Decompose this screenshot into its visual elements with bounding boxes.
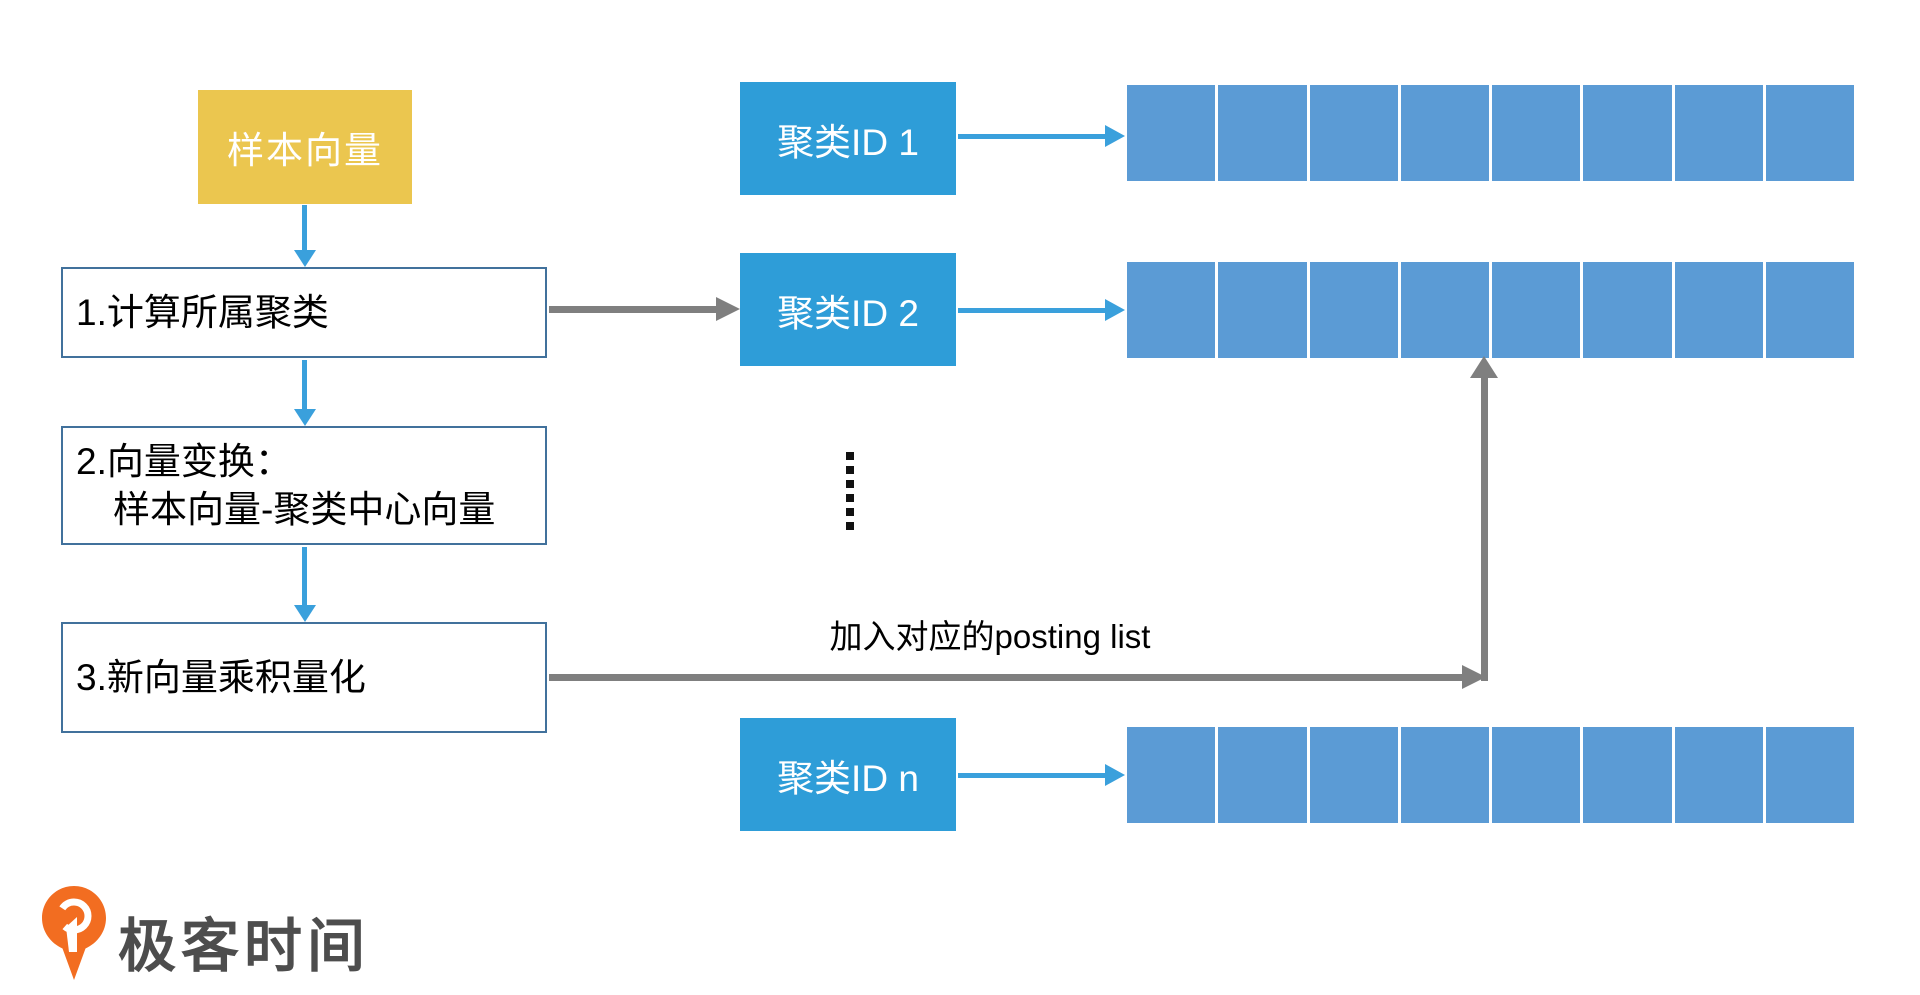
flow-arrow-start-to-step1-head	[294, 250, 316, 267]
arrow-clustern-to-list-head	[1105, 764, 1125, 786]
posting-list-cell	[1309, 727, 1398, 823]
arrow-cluster2-to-list-line	[958, 308, 1108, 313]
posting-list-cell	[1492, 85, 1581, 181]
posting-list-cell	[1400, 85, 1489, 181]
posting-list-cell	[1765, 727, 1854, 823]
vertical-ellipsis	[846, 452, 854, 530]
arrow-step3-elbow-up-head	[1470, 356, 1498, 378]
posting-list-cell	[1127, 85, 1216, 181]
flow-arrow-step1-to-step2-line	[302, 360, 307, 410]
flow-arrow-step2-to-step3-head	[294, 605, 316, 622]
posting-list-cell	[1765, 262, 1854, 358]
arrow-step3-elbow-vline	[1481, 378, 1488, 681]
ellipsis-dot	[846, 480, 854, 488]
arrow-step3-elbow-hline	[549, 674, 1464, 681]
posting-list-cell	[1674, 262, 1763, 358]
posting-list-cell	[1674, 85, 1763, 181]
step-3-box: 3.新向量乘积量化	[61, 622, 547, 733]
flow-arrow-step2-to-step3-line	[302, 547, 307, 606]
posting-list-cell	[1765, 85, 1854, 181]
flow-arrow-start-to-step1-line	[302, 205, 307, 251]
start-node-sample-vector: 样本向量	[198, 90, 412, 204]
step-2-label-line1: 2.向量变换：	[76, 440, 292, 482]
posting-list-cell	[1127, 262, 1216, 358]
arrow-cluster1-to-list-head	[1105, 125, 1125, 147]
posting-list-row-n	[1127, 727, 1854, 823]
arrow-cluster1-to-list-line	[958, 134, 1108, 139]
ellipsis-dot	[846, 494, 854, 502]
arrow-cluster2-to-list-head	[1105, 299, 1125, 321]
posting-list-cell	[1583, 85, 1672, 181]
step-2-label-line2: 样本向量-聚类中心向量	[113, 488, 496, 530]
posting-list-cell	[1492, 262, 1581, 358]
posting-list-cell	[1674, 727, 1763, 823]
geektime-logo-icon	[42, 886, 106, 980]
posting-list-cell	[1309, 85, 1398, 181]
posting-list-cell	[1400, 727, 1489, 823]
posting-list-row-1	[1127, 85, 1854, 181]
step-2-box: 2.向量变换： 样本向量-聚类中心向量	[61, 426, 547, 545]
arrow-clustern-to-list-line	[958, 773, 1108, 778]
posting-list-cell	[1218, 262, 1307, 358]
ellipsis-dot	[846, 452, 854, 460]
step-3-label: 3.新向量乘积量化	[76, 656, 366, 698]
flow-arrow-step1-to-step2-head	[294, 409, 316, 426]
posting-list-row-2	[1127, 262, 1854, 358]
posting-list-cell	[1309, 262, 1398, 358]
posting-list-cell	[1218, 85, 1307, 181]
step-1-label: 1.计算所属聚类	[76, 291, 329, 333]
posting-list-cell	[1127, 727, 1216, 823]
posting-list-cell	[1492, 727, 1581, 823]
cluster-id-n-box: 聚类ID n	[740, 718, 956, 831]
ellipsis-dot	[846, 508, 854, 516]
posting-list-cell	[1583, 262, 1672, 358]
posting-list-cell	[1218, 727, 1307, 823]
posting-list-annotation: 加入对应的posting list	[829, 618, 1151, 655]
step-1-box: 1.计算所属聚类	[61, 267, 547, 358]
cluster-id-2-box: 聚类ID 2	[740, 253, 956, 366]
arrow-step1-to-cluster2-head	[716, 297, 740, 321]
arrow-step1-to-cluster2-line	[549, 306, 719, 313]
ellipsis-dot	[846, 522, 854, 530]
cluster-id-1-box: 聚类ID 1	[740, 82, 956, 195]
geektime-logo-text: 极客时间	[118, 914, 371, 979]
posting-list-cell	[1400, 262, 1489, 358]
ellipsis-dot	[846, 466, 854, 474]
posting-list-cell	[1583, 727, 1672, 823]
